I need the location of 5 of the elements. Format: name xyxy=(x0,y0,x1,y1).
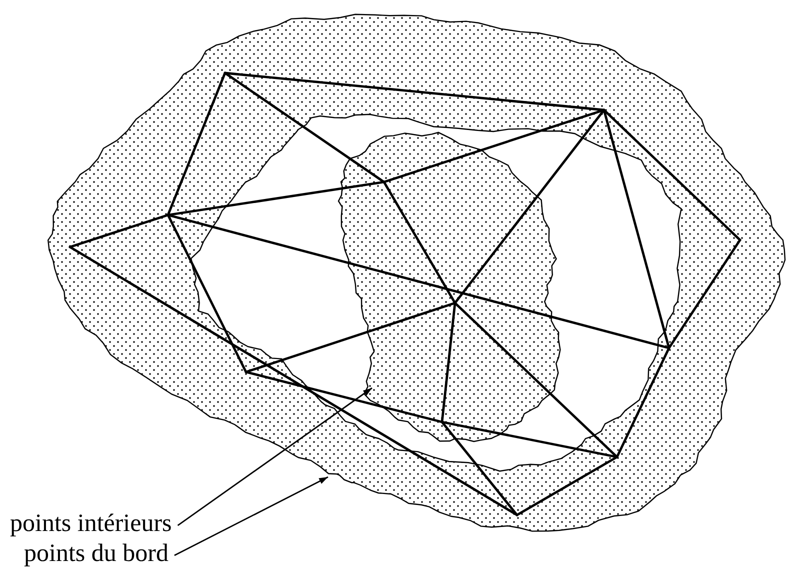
dotted-blob xyxy=(338,132,561,442)
callout-label: points du bord xyxy=(24,540,168,568)
callout-label: points intérieurs xyxy=(10,510,172,538)
leader-line xyxy=(177,387,372,526)
leader-line xyxy=(174,476,328,556)
